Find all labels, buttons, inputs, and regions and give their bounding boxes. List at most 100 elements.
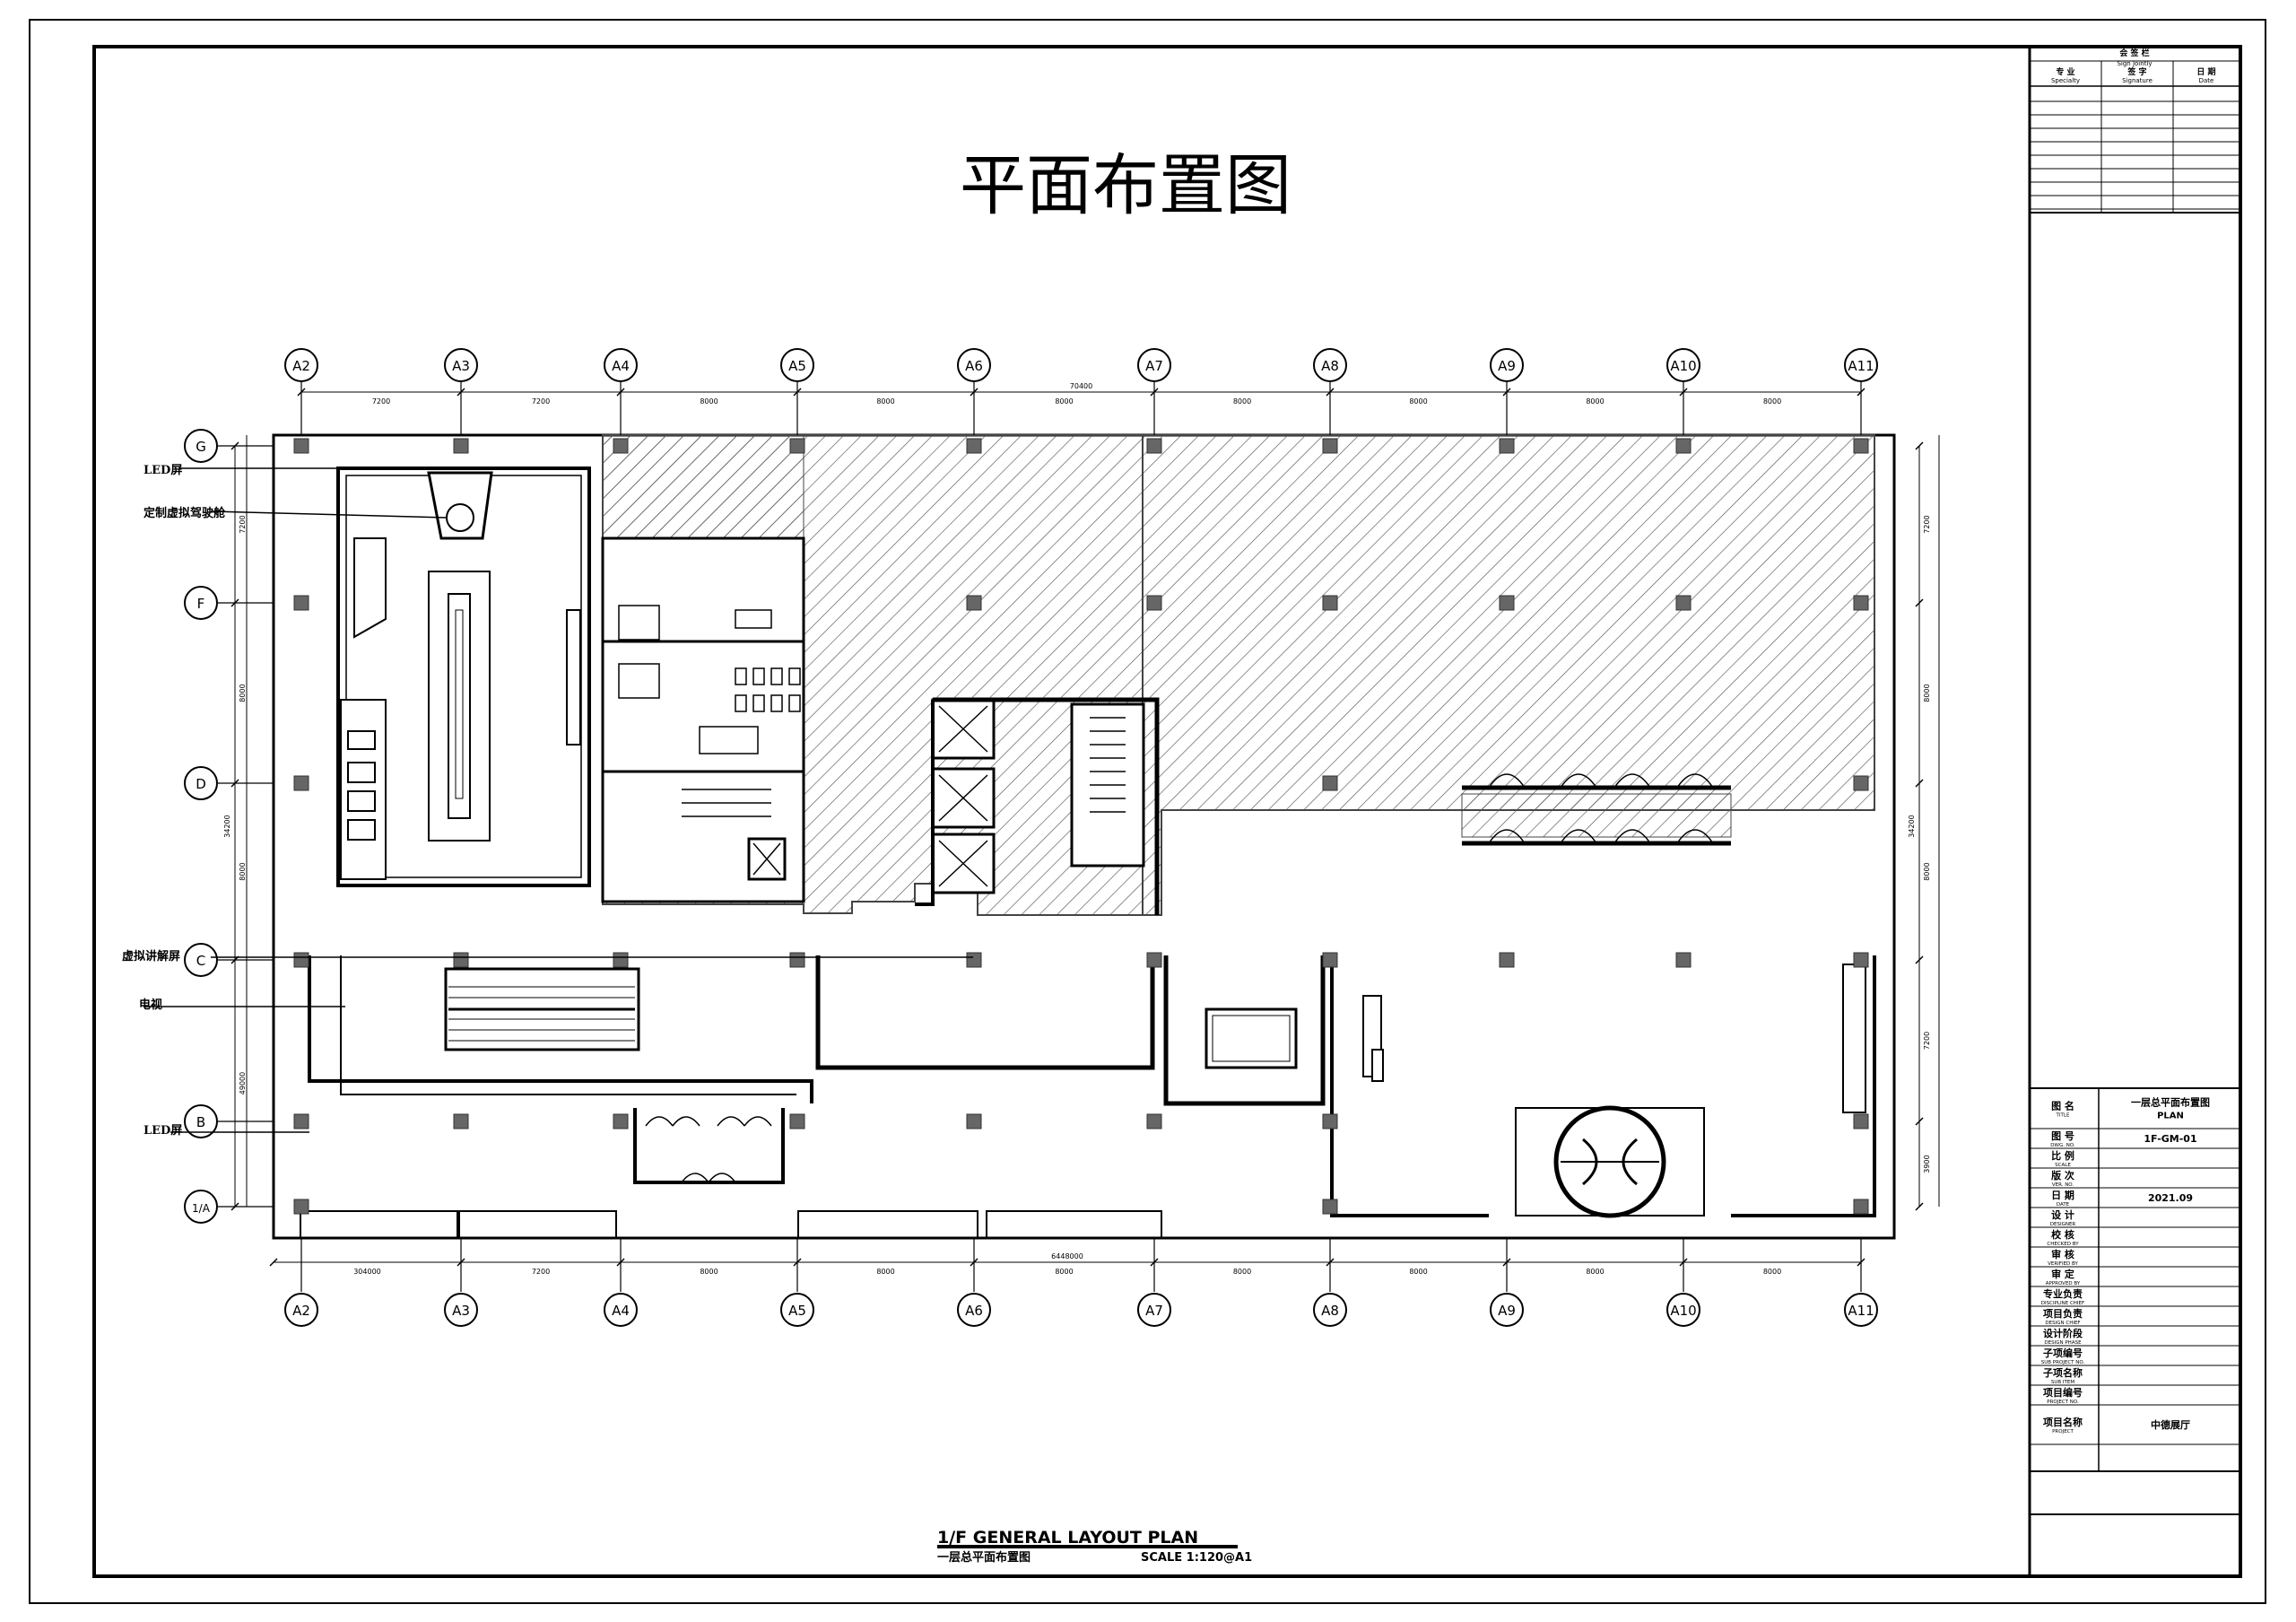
- label-custom-cockpit: 定制虚拟驾驶舱: [143, 506, 226, 520]
- dim-label: 8000: [1055, 1268, 1073, 1276]
- title-row-label-en: DESIGN PHASE: [2044, 1340, 2082, 1346]
- title-row-value2: PLAN: [2157, 1112, 2184, 1121]
- structural-column: [453, 438, 469, 454]
- title-row-label-en: SUB ITEM: [2051, 1380, 2074, 1385]
- structural-column: [1675, 952, 1692, 968]
- grid-bubble-col: [1666, 348, 1700, 382]
- structural-column: [1322, 952, 1338, 968]
- structural-column: [1675, 438, 1692, 454]
- dim-label: 8000: [1763, 397, 1781, 406]
- dim-total: 34200: [1908, 815, 1916, 837]
- dim-label: 7200: [532, 1268, 550, 1276]
- dim-total: 70400: [1070, 382, 1092, 390]
- title-row-label-en: DATE: [2057, 1202, 2070, 1208]
- title-row-label: 专业负责: [2043, 1287, 2083, 1300]
- grid-bubble-label: F: [197, 596, 205, 612]
- grid-bubble-label: A3: [452, 1303, 470, 1319]
- grid-bubble-label: A9: [1498, 358, 1516, 374]
- lobby-wall-east: [1731, 955, 1876, 1217]
- title-row-label-en: DESIGNER: [2050, 1222, 2076, 1227]
- dim-label: 7200: [1923, 515, 1931, 533]
- dim-tick: [1915, 1202, 1924, 1211]
- dim-tick: [1150, 1258, 1159, 1267]
- label-led-screen-bottom: LED屏: [144, 1124, 182, 1138]
- dim-label: 8000: [876, 397, 894, 406]
- inner-border: [92, 45, 2242, 1578]
- virtual-cockpit: [427, 471, 493, 540]
- title-row-label: 版 次: [2051, 1169, 2074, 1182]
- dim-label: 8000: [876, 1268, 894, 1276]
- title-row-value: 1F-GM-01: [2144, 1133, 2196, 1145]
- cabinet-3: [347, 790, 376, 812]
- grid-bubble-col: [957, 348, 991, 382]
- dim-tick: [793, 388, 802, 397]
- dim-tick: [1679, 388, 1688, 397]
- title-row-label: 项目编号: [2043, 1386, 2083, 1399]
- grid-bubble-label: A5: [788, 1303, 806, 1319]
- label-virtual-screen: 虚拟讲解屏: [122, 949, 180, 964]
- dim-tick: [1857, 388, 1866, 397]
- grid-bubble-label: A9: [1498, 1303, 1516, 1319]
- structural-column: [1146, 438, 1162, 454]
- grid-bubble-col: [1844, 1293, 1878, 1327]
- room-east-screen: [566, 609, 581, 746]
- grid-bubble-label: A7: [1145, 1303, 1163, 1319]
- dim-label: 8000: [1233, 1268, 1251, 1276]
- lobby-wall: [1330, 955, 1489, 1217]
- dim-label: 8000: [1923, 862, 1931, 880]
- showcase-box: [1205, 1007, 1298, 1069]
- gridlines: A2A2A3A3A4A4A5A5A6A6A7A7A8A8A9A9A10A10A1…: [184, 348, 1878, 1327]
- sign-table: 会 签 栏 Sign Jointly 专 业 Specialty 签 字 Sig…: [2029, 46, 2241, 214]
- title-row-label: 图 名: [2051, 1100, 2074, 1112]
- dim-label: 8000: [1409, 397, 1427, 406]
- grid-bubble-label: A8: [1321, 1303, 1339, 1319]
- dim-tick: [793, 1258, 802, 1267]
- sign-col-signature: 签 字: [2126, 66, 2146, 77]
- grid-bubble-row: [184, 429, 218, 463]
- label-led-screen-top: LED屏: [144, 464, 182, 477]
- structural-column: [613, 952, 629, 968]
- floor-plan: [272, 433, 1896, 1240]
- dim-label: 7200: [239, 515, 247, 533]
- dim-tick: [1150, 388, 1159, 397]
- east-screen: [1842, 964, 1866, 1113]
- info-counter-2: [1371, 1049, 1384, 1082]
- caption-cn: 一层总平面布置图: [937, 1550, 1031, 1565]
- dim-tick: [1857, 1258, 1866, 1267]
- structural-column: [966, 438, 982, 454]
- sign-col-date: 日 期: [2196, 66, 2215, 77]
- grid-bubble-col: [1490, 1293, 1524, 1327]
- dim-tick: [297, 388, 306, 397]
- grid-bubble-col: [604, 1293, 638, 1327]
- structural-column: [1853, 952, 1869, 968]
- sign-col-specialty: 专 业: [2056, 66, 2074, 77]
- dim-tick: [1915, 1117, 1924, 1126]
- sign-col-specialty-en: Specialty: [2051, 77, 2080, 84]
- dim-label: 8000: [1763, 1268, 1781, 1276]
- grid-bubble-col: [1137, 348, 1171, 382]
- structural-column: [1146, 1113, 1162, 1129]
- title-row-label-en: DISCIPLINE CHIEF: [2041, 1301, 2084, 1306]
- dim-label: 7200: [532, 397, 550, 406]
- dim-tick: [616, 1258, 625, 1267]
- east-hall-wall: [1163, 955, 1326, 1106]
- dim-label: 8000: [1586, 397, 1604, 406]
- grid-bubble-col: [1666, 1293, 1700, 1327]
- structural-column: [1322, 595, 1338, 611]
- structural-column: [613, 1113, 629, 1129]
- dim-tick: [1326, 1258, 1335, 1267]
- grid-bubble-col: [604, 348, 638, 382]
- dim-label: 8000: [700, 1268, 718, 1276]
- structural-column: [1146, 595, 1162, 611]
- grid-bubble-col: [1137, 1293, 1171, 1327]
- title-row-label-en: VERIFIED BY: [2048, 1261, 2078, 1267]
- grid-bubble-row: [184, 586, 218, 620]
- dim-tick: [457, 1258, 465, 1267]
- porch-doors: [645, 1116, 772, 1183]
- dim-label: 8000: [1055, 397, 1073, 406]
- structural-column: [1322, 438, 1338, 454]
- title-row-label-en: SUB PROJECT NO.: [2041, 1360, 2085, 1365]
- title-row-label-en: TITLE: [2056, 1113, 2070, 1119]
- dim-tick: [1679, 1258, 1688, 1267]
